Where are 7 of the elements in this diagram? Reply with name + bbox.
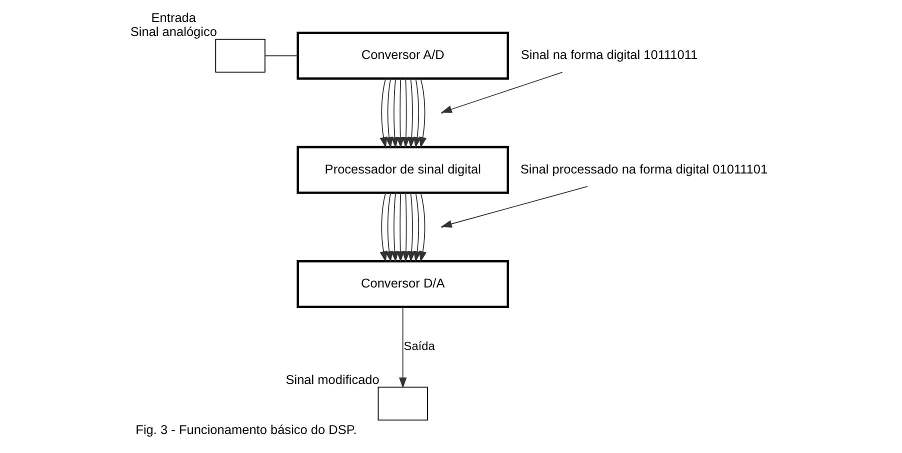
node-label: Entrada — [150, 10, 196, 26]
node-label: Sinal modificado — [285, 372, 379, 387]
caption: Fig. 3 - Funcionamento básico do DSP. — [135, 422, 356, 437]
node-text: Sinal na forma digital 10111011 — [520, 47, 698, 62]
node-label: Sinal analógico — [130, 24, 216, 39]
node-text: Sinal processado na forma digital 01011101 — [520, 161, 768, 176]
edge-label: Saída — [403, 339, 434, 354]
